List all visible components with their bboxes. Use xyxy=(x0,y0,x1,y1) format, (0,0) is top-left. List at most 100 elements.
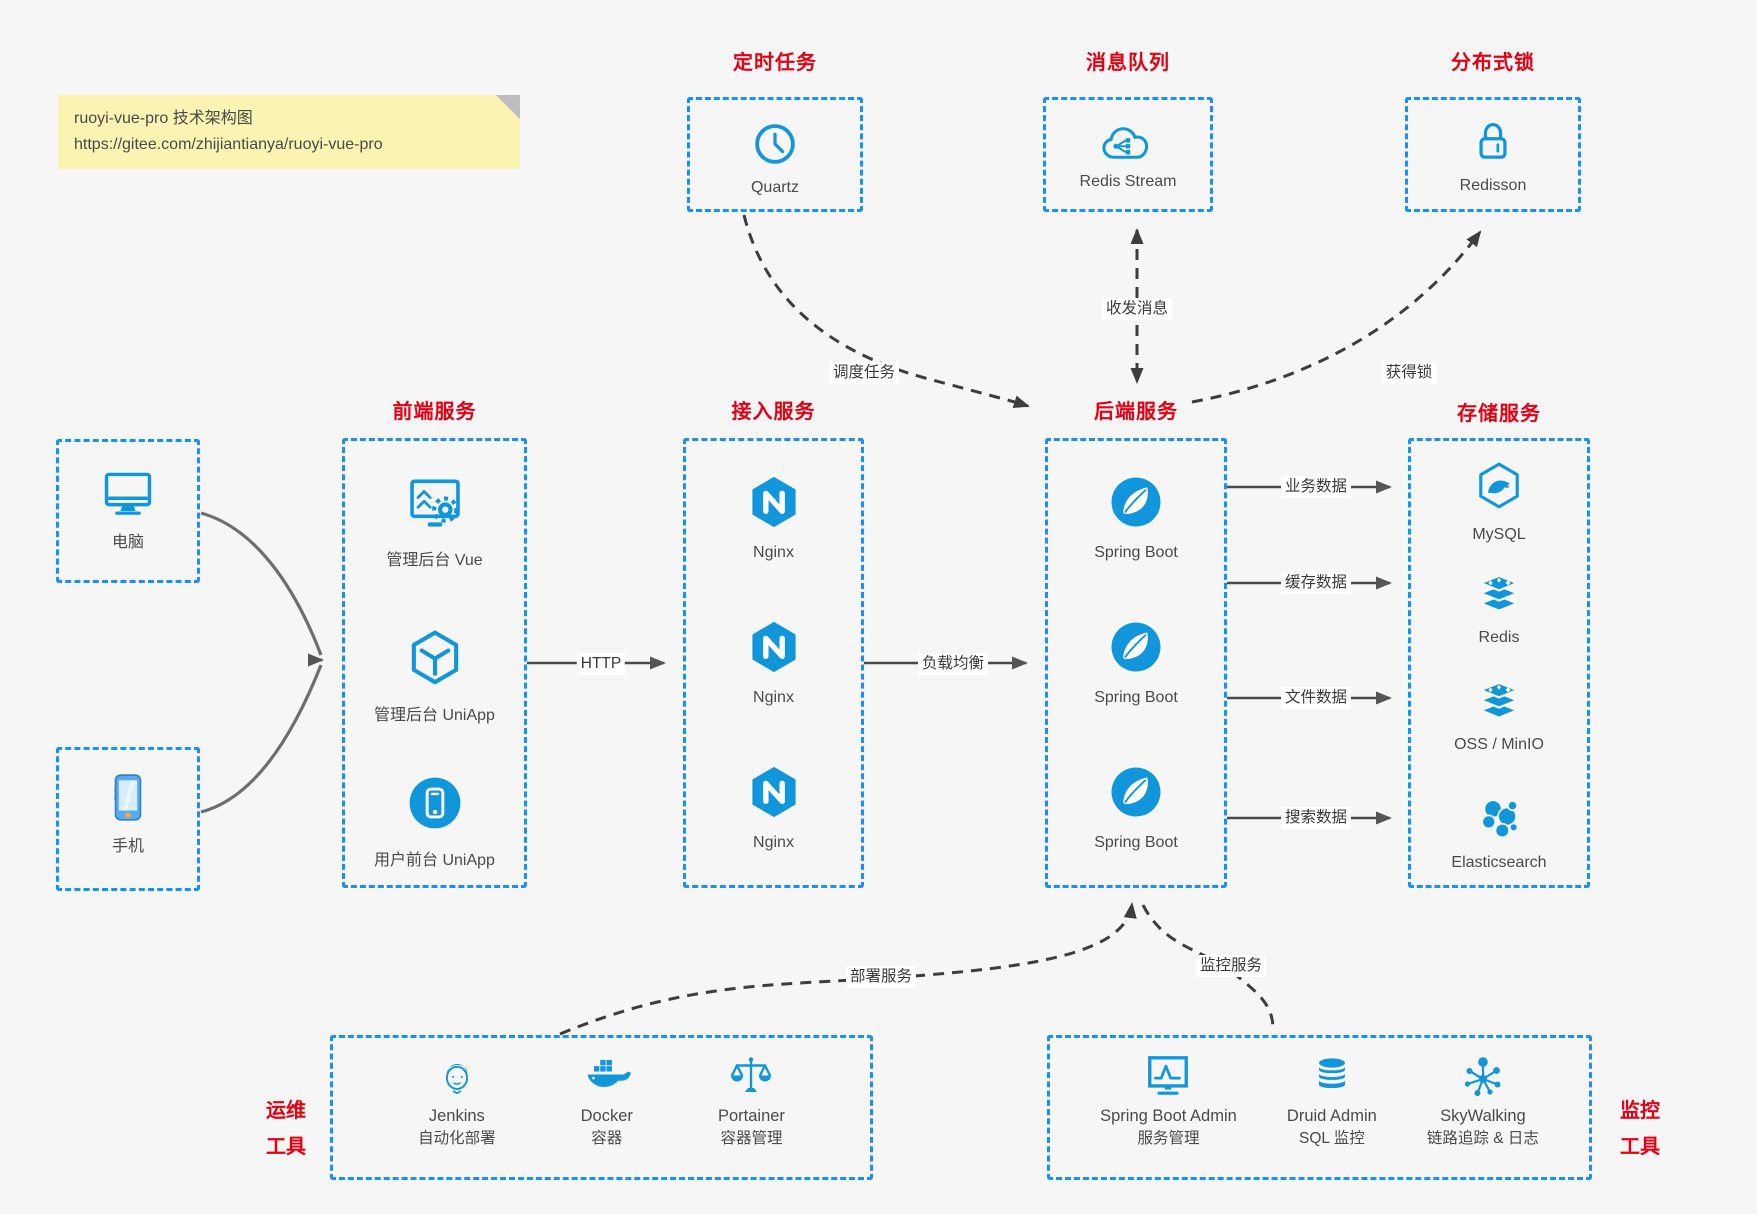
spring-boot-icon xyxy=(1111,477,1161,527)
monitor-item-druid: Druid Admin SQL 监控 xyxy=(1287,1038,1377,1150)
edge-label-file: 文件数据 xyxy=(1280,687,1352,709)
ops-label-line1: 运维 xyxy=(266,1100,306,1122)
edge-label-load-balance: 负载均衡 xyxy=(917,653,989,675)
note-fold-corner xyxy=(496,95,520,119)
redis-stack-icon xyxy=(1478,574,1520,612)
note-url: https://gitee.com/zhijiantianya/ruoyi-vu… xyxy=(74,136,383,153)
backend-item-springboot-2: Spring Boot xyxy=(1048,619,1224,707)
redis-stream-label: Redis Stream xyxy=(1079,173,1177,190)
storage-item-oss: OSS / MinIO xyxy=(1411,675,1587,754)
nginx-icon xyxy=(751,621,796,673)
topology-icon xyxy=(1464,1057,1501,1096)
jenkins-desc: 自动化部署 xyxy=(418,1130,496,1147)
portainer-desc: 容器管理 xyxy=(720,1130,783,1147)
lock-icon xyxy=(1479,123,1507,159)
ops-item-portainer: Portainer 容器管理 xyxy=(718,1038,785,1150)
spring-boot-icon xyxy=(1111,622,1161,672)
nginx-label: Nginx xyxy=(753,834,794,851)
edge-label-cache: 缓存数据 xyxy=(1280,572,1352,594)
pc-client-box: 电脑 xyxy=(56,439,200,583)
admin-vue-icon xyxy=(409,479,460,527)
monitor-item-sba: Spring Boot Admin 服务管理 xyxy=(1100,1038,1237,1150)
column-label-storage: 存储服务 xyxy=(1457,403,1541,425)
group-label-scheduled-tasks: 定时任务 xyxy=(733,52,817,74)
storage-item-elasticsearch: Elasticsearch xyxy=(1411,793,1587,872)
monitor-label-line1: 监控 xyxy=(1620,1100,1660,1122)
group-label-message-queue: 消息队列 xyxy=(1086,52,1170,74)
spring-boot-label: Spring Boot xyxy=(1094,834,1178,851)
docker-label: Docker xyxy=(580,1107,633,1125)
nginx-icon xyxy=(751,766,796,818)
spring-boot-label: Spring Boot xyxy=(1094,544,1178,561)
spring-boot-admin-label: Spring Boot Admin xyxy=(1100,1107,1237,1125)
desktop-icon xyxy=(104,472,152,515)
docker-desc: 容器 xyxy=(591,1130,623,1147)
redisson-box: Redisson xyxy=(1405,97,1581,212)
redis-stream-box: Redis Stream xyxy=(1043,97,1213,212)
user-uniapp-circle-icon xyxy=(409,777,460,829)
frontend-item-admin-uniapp: 管理后台 UniApp xyxy=(345,629,524,725)
quartz-label: Quartz xyxy=(750,179,799,196)
pc-label: 电脑 xyxy=(111,534,144,551)
column-label-backend: 后端服务 xyxy=(1094,401,1178,423)
druid-admin-label: Druid Admin xyxy=(1286,1107,1377,1125)
user-uniapp-label: 用户前台 UniApp xyxy=(374,852,495,869)
redis-label: Redis xyxy=(1478,629,1520,646)
portainer-label: Portainer xyxy=(717,1107,785,1125)
gateway-item-nginx-2: Nginx xyxy=(686,619,861,707)
nginx-icon xyxy=(751,476,796,528)
jenkins-icon xyxy=(445,1063,468,1095)
gateway-item-nginx-3: Nginx xyxy=(686,764,861,852)
admin-uniapp-label: 管理后台 UniApp xyxy=(374,707,495,724)
edge-label-http: HTTP xyxy=(576,653,626,675)
frontend-item-user-uniapp: 用户前台 UniApp xyxy=(345,774,524,870)
uniapp-hexagon-icon xyxy=(411,630,458,685)
edge-label-message: 收发消息 xyxy=(1101,298,1173,320)
phone-label: 手机 xyxy=(111,838,144,855)
ops-tools-label: 运维 工具 xyxy=(250,1093,322,1165)
note-title: ruoyi-vue-pro 技术架构图 xyxy=(74,110,253,127)
druid-admin-desc: SQL 监控 xyxy=(1298,1130,1365,1147)
portainer-scales-icon xyxy=(731,1057,772,1092)
monitor-tools-label: 监控 工具 xyxy=(1604,1093,1676,1165)
smartphone-icon xyxy=(114,774,142,821)
oss-stack-icon xyxy=(1478,681,1520,719)
backend-item-springboot-1: Spring Boot xyxy=(1048,474,1224,562)
spring-boot-admin-desc: 服务管理 xyxy=(1137,1130,1200,1147)
mysql-label: MySQL xyxy=(1472,526,1526,543)
database-icon xyxy=(1318,1058,1345,1089)
ops-item-jenkins: Jenkins 自动化部署 xyxy=(418,1038,496,1150)
edge-label-deploy: 部署服务 xyxy=(845,966,917,988)
admin-vue-label: 管理后台 Vue xyxy=(386,552,483,569)
monitor-label-line2: 工具 xyxy=(1620,1136,1660,1158)
arrow-client-phone xyxy=(200,664,323,814)
cloud-stream-icon xyxy=(1102,127,1149,159)
clock-icon xyxy=(755,124,795,164)
mysql-icon xyxy=(1479,462,1519,509)
skywalking-label: SkyWalking xyxy=(1440,1107,1526,1125)
monitor-item-skywalking: SkyWalking 链路追踪 & 日志 xyxy=(1427,1038,1539,1150)
docker-icon xyxy=(587,1059,631,1087)
edge-label-search: 搜索数据 xyxy=(1280,807,1352,829)
arrow-lock xyxy=(1191,230,1482,404)
ops-label-line2: 工具 xyxy=(266,1136,306,1158)
monitor-chart-icon xyxy=(1148,1056,1189,1095)
gateway-box: Nginx Nginx Nginx xyxy=(683,438,864,888)
oss-minio-label: OSS / MinIO xyxy=(1454,736,1544,753)
gateway-item-nginx-1: Nginx xyxy=(686,474,861,562)
arrow-client-pc xyxy=(200,511,323,656)
phone-client-box: 手机 xyxy=(56,747,200,891)
group-label-distributed-lock: 分布式锁 xyxy=(1451,52,1535,74)
frontend-item-admin-vue: 管理后台 Vue xyxy=(345,474,524,570)
monitor-tools-box: Spring Boot Admin 服务管理 Druid Admin SQL 监… xyxy=(1047,1035,1592,1180)
nginx-label: Nginx xyxy=(753,689,794,706)
skywalking-desc: 链路追踪 & 日志 xyxy=(1426,1130,1539,1147)
storage-item-redis: Redis xyxy=(1411,568,1587,647)
sticky-note: ruoyi-vue-pro 技术架构图 https://gitee.com/zh… xyxy=(58,95,520,169)
quartz-box: Quartz xyxy=(687,97,863,212)
edge-label-business: 业务数据 xyxy=(1280,476,1352,498)
elasticsearch-icon xyxy=(1481,799,1519,839)
nginx-label: Nginx xyxy=(753,544,794,561)
column-label-frontend: 前端服务 xyxy=(392,401,477,423)
